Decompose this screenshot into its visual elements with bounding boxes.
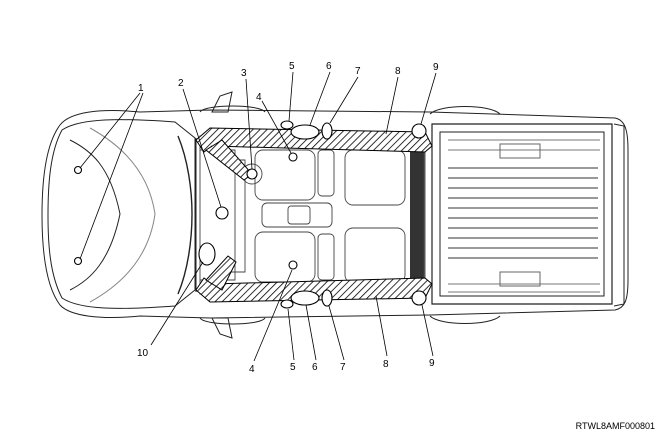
marker-9-upper	[411, 123, 427, 139]
marker-3	[246, 168, 258, 180]
marker-5-lower	[280, 299, 294, 309]
marker-2	[215, 206, 229, 220]
callout-2: 2	[178, 78, 184, 89]
marker-9-lower	[411, 290, 427, 306]
callout-1: 1	[138, 83, 144, 94]
callout-8-top: 8	[395, 66, 401, 77]
marker-6-lower	[290, 290, 320, 306]
marker-7-lower	[321, 289, 333, 307]
leader-lines	[79, 71, 437, 362]
bed-floor-ribs	[448, 139, 600, 293]
callout-8-bottom: 8	[383, 359, 389, 370]
callout-9-top: 9	[433, 62, 439, 73]
marker-4-lower	[288, 260, 298, 270]
marker-7-upper	[321, 122, 333, 140]
callout-10: 10	[137, 348, 149, 359]
callout-4-top: 4	[256, 92, 262, 103]
vehicle-body-outline	[41, 91, 629, 339]
callout-labels: 1 2 3 4 5 6 7 8 9 10 4 5 6 7 8 9	[137, 61, 439, 375]
marker-1-lower	[73, 256, 83, 266]
callout-6-top: 6	[326, 61, 332, 72]
callout-7-bottom: 7	[340, 362, 346, 373]
figure-code: RTWL8AMF000801	[575, 421, 655, 431]
callout-7-top: 7	[355, 66, 361, 77]
marker-6-upper	[290, 124, 320, 140]
callout-5-bottom: 5	[290, 362, 296, 373]
callout-5-top: 5	[289, 61, 295, 72]
callout-9-bottom: 9	[429, 358, 435, 369]
marker-10	[198, 242, 216, 266]
callout-4-bottom: 4	[249, 364, 255, 375]
marker-5-upper	[280, 120, 294, 130]
side-rail-sealer-areas	[195, 127, 433, 303]
marker-1-upper	[73, 165, 83, 175]
callout-6-bottom: 6	[312, 362, 318, 373]
marker-4-upper	[288, 152, 298, 162]
callout-3: 3	[241, 68, 247, 79]
component-markers	[73, 120, 427, 309]
